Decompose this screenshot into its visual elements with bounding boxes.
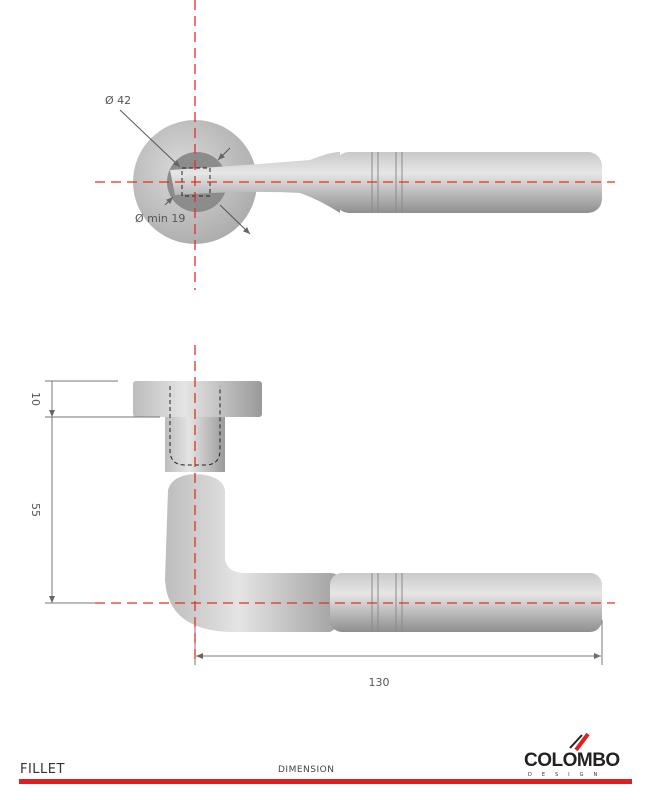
hole-diameter-label: Ø min 19 — [135, 212, 185, 225]
top-view: Ø 42 Ø min 19 — [105, 94, 602, 244]
brand-subline: DESIGN — [528, 772, 608, 778]
product-name: FILLET — [20, 762, 65, 777]
side-view: 10 55 130 — [29, 380, 603, 689]
page-label: DIMENSION — [278, 765, 335, 775]
rose-thickness-label: 10 — [29, 392, 42, 406]
brand-name: COLOMBO — [524, 750, 620, 771]
lever-height-label: 55 — [29, 503, 42, 517]
rose-side — [133, 381, 262, 417]
rose-diameter-label: Ø 42 — [105, 94, 131, 107]
centerlines — [95, 0, 615, 660]
colombo-logo: COLOMBO DESIGN — [524, 733, 632, 779]
lever-body-side — [165, 474, 350, 632]
footer-red-bar — [19, 779, 632, 784]
lever-length-label: 130 — [369, 676, 390, 689]
logo-mark-icon — [569, 733, 590, 751]
